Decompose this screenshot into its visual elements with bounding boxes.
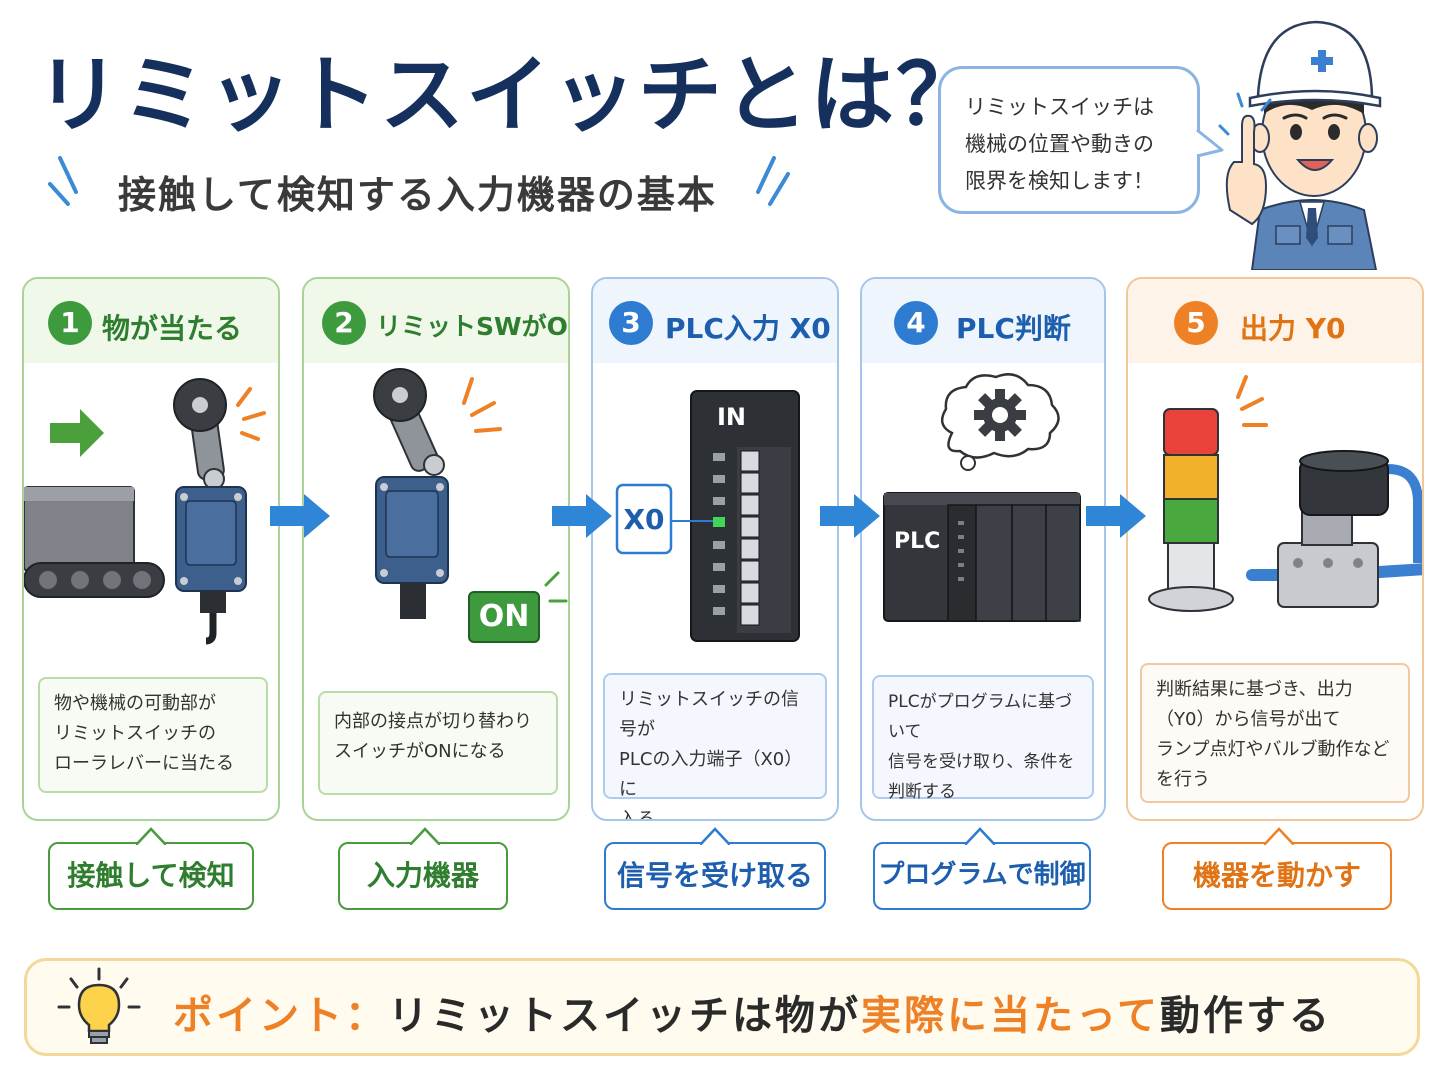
speech-bubble: リミットスイッチは 機械の位置や動きの 限界を検知します！ xyxy=(938,66,1200,214)
point-banner: ポイント：リミットスイッチは物が実際に当たって動作する xyxy=(24,958,1420,1056)
tag-contact-detect: 接触して検知 xyxy=(48,827,254,910)
step-header: 2 リミットSWがON xyxy=(304,279,568,363)
step-header: 4 PLC判断 xyxy=(862,279,1104,363)
plc-device-label: PLC xyxy=(894,529,941,554)
step-title: PLC判断 xyxy=(956,312,1071,345)
desc-line: スイッチがONになる xyxy=(334,741,506,762)
step-description: リミットスイッチの信号が PLCの入力端子（X0）に 入る xyxy=(603,673,827,819)
tag-caret xyxy=(136,827,166,845)
sparkle-icon xyxy=(756,156,790,206)
step-number-badge: 1 xyxy=(48,301,92,345)
engineer-mascot xyxy=(1218,20,1382,270)
tag-label: 入力機器 xyxy=(366,859,479,892)
step-title: PLC入力 X0 xyxy=(665,312,831,345)
step-header: 5 出力 Y0 xyxy=(1128,279,1422,363)
tag-program-control: プログラムで制御 xyxy=(873,827,1091,910)
desc-line: PLCの入力端子（X0）に xyxy=(619,749,803,800)
point-highlight: 実際に当たって xyxy=(861,993,1160,1039)
tag-move-devices: 機器を動かす xyxy=(1162,827,1392,910)
step-header: 3 PLC入力 X0 xyxy=(593,279,837,363)
point-text-before: リミットスイッチは物が xyxy=(388,993,861,1039)
tag-caret xyxy=(700,827,730,845)
desc-line: 信号を受け取り、条件を xyxy=(888,752,1075,772)
step-description: 物や機械の可動部が リミットスイッチの ローラレバーに当たる xyxy=(38,677,268,793)
bubble-line: 機械の位置や動きの xyxy=(965,132,1154,156)
step-card-5: 5 出力 Y0 判断結果に基づき、出力 （Y0）から信号が出て ランプ点灯やバル… xyxy=(1126,277,1424,821)
flow-arrow-icon xyxy=(820,494,880,538)
point-text: ポイント：リミットスイッチは物が実際に当たって動作する xyxy=(173,983,1332,1041)
plc-input-module-illustration xyxy=(615,390,800,642)
bubble-tail xyxy=(1196,128,1224,158)
point-label: ポイント： xyxy=(173,993,388,1039)
step-number-badge: 3 xyxy=(609,301,653,345)
desc-line: （Y0）から信号が出て xyxy=(1156,709,1341,730)
tag-caret xyxy=(965,827,995,845)
desc-line: 判断結果に基づき、出力 xyxy=(1156,679,1353,700)
step-title: リミットSWがON xyxy=(376,312,570,341)
desc-line: 判断する xyxy=(888,782,956,802)
module-label: IN xyxy=(717,403,747,431)
tag-label: 接触して検知 xyxy=(67,859,235,892)
point-text-after: 動作する xyxy=(1160,993,1332,1039)
step-description: 判断結果に基づき、出力 （Y0）から信号が出て ランプ点灯やバルブ動作など を行… xyxy=(1140,663,1410,803)
step-card-2: 2 リミットSWがON ON 内部の接点が切り替わり スイッチがONになる xyxy=(302,277,570,821)
desc-line: ランプ点灯やバルブ動作など xyxy=(1156,739,1390,760)
limit-switch-contact-illustration xyxy=(24,378,266,645)
lightbulb-icon xyxy=(57,967,141,1044)
step-title: 物が当たる xyxy=(102,312,243,345)
tag-receive-signal: 信号を受け取る xyxy=(604,827,826,910)
input-label-x0: X0 xyxy=(623,503,665,536)
step-description: PLCがプログラムに基づいて 信号を受け取り、条件を 判断する xyxy=(872,675,1094,802)
limit-switch-on-illustration xyxy=(373,368,568,619)
tag-label: 信号を受け取る xyxy=(616,859,813,892)
desc-line: 内部の接点が切り替わり xyxy=(334,711,532,732)
gear-icon xyxy=(974,389,1026,441)
output-devices-illustration xyxy=(1148,375,1422,612)
flow-arrow-icon xyxy=(270,494,330,538)
tag-caret xyxy=(410,827,440,845)
step-card-3: 3 PLC入力 X0 IN X0 リミットスイッチの信号が PLCの入力端子（X… xyxy=(591,277,839,821)
desc-line: 物や機械の可動部が xyxy=(54,693,216,714)
bubble-line: リミットスイッチは xyxy=(965,95,1154,119)
desc-line: PLCがプログラムに基づいて xyxy=(888,692,1073,742)
tag-label: プログラムで制御 xyxy=(878,860,1086,890)
sparkle-icon xyxy=(48,156,78,206)
tag-label: 機器を動かす xyxy=(1192,859,1361,892)
page-subtitle: 接触して検知する入力機器の基本 xyxy=(118,173,717,217)
step-description: 内部の接点が切り替わり スイッチがONになる xyxy=(318,691,558,795)
step-number-badge: 5 xyxy=(1174,301,1218,345)
plc-judgement-illustration xyxy=(883,373,1081,622)
on-badge: ON xyxy=(468,591,540,643)
desc-line: 入る xyxy=(619,809,655,821)
green-arrow-icon xyxy=(50,409,104,457)
page-title: リミットスイッチとは？ xyxy=(36,46,983,144)
step-card-4: 4 PLC判断 PLC PLCがプログラムに基づいて 信号 xyxy=(860,277,1106,821)
step-number-badge: 4 xyxy=(894,301,938,345)
flow-arrow-icon xyxy=(1086,494,1146,538)
desc-line: ローラレバーに当たる xyxy=(54,753,234,774)
desc-line: リミットスイッチの xyxy=(54,723,216,744)
step-card-1: 1 物が当たる 物や機械の可動部が リミットスイッチの ローラレバーに当たる xyxy=(22,277,280,821)
flow-arrow-icon xyxy=(552,494,612,538)
step-title: 出力 Y0 xyxy=(1240,312,1346,345)
step-number-badge: 2 xyxy=(322,301,366,345)
bubble-line: 限界を検知します！ xyxy=(965,169,1154,193)
tag-caret xyxy=(1264,827,1294,845)
tag-input-device: 入力機器 xyxy=(338,827,508,910)
desc-line: リミットスイッチの信号が xyxy=(619,689,799,740)
desc-line: を行う xyxy=(1156,769,1210,790)
step-header: 1 物が当たる xyxy=(24,279,278,363)
